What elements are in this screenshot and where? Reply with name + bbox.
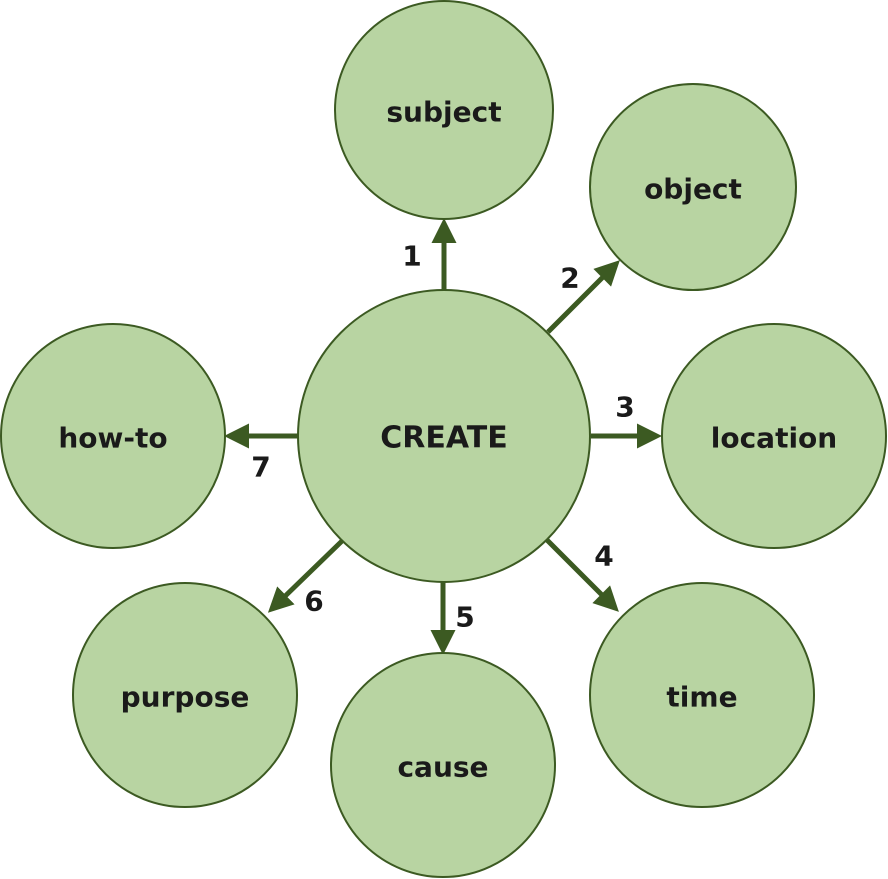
step-label-cause: 5 — [455, 601, 474, 634]
arrow-to-purpose — [267, 539, 344, 613]
node-label-purpose: purpose — [121, 681, 250, 714]
node-label-object: object — [644, 173, 742, 206]
node-cause: cause — [330, 652, 556, 878]
node-label-time: time — [666, 681, 737, 714]
node-how-to: how-to — [0, 323, 226, 549]
center-label: CREATE — [380, 421, 507, 456]
node-center: CREATE — [297, 289, 591, 583]
step-label-object: 2 — [560, 262, 579, 295]
step-label-location: 3 — [615, 391, 634, 424]
node-subject: subject — [334, 0, 554, 220]
node-label-how-to: how-to — [58, 422, 167, 455]
arrow-to-time — [545, 538, 619, 612]
step-label-time: 4 — [594, 540, 613, 573]
node-label-location: location — [711, 422, 837, 455]
node-object: object — [589, 83, 797, 291]
node-location: location — [661, 323, 887, 549]
step-label-how-to: 7 — [251, 451, 270, 484]
arrow-to-object — [546, 260, 620, 334]
node-label-subject: subject — [386, 96, 501, 129]
step-label-purpose: 6 — [304, 585, 323, 618]
node-time: time — [589, 582, 815, 808]
node-purpose: purpose — [72, 582, 298, 808]
node-label-cause: cause — [397, 751, 488, 784]
step-label-subject: 1 — [402, 240, 421, 273]
